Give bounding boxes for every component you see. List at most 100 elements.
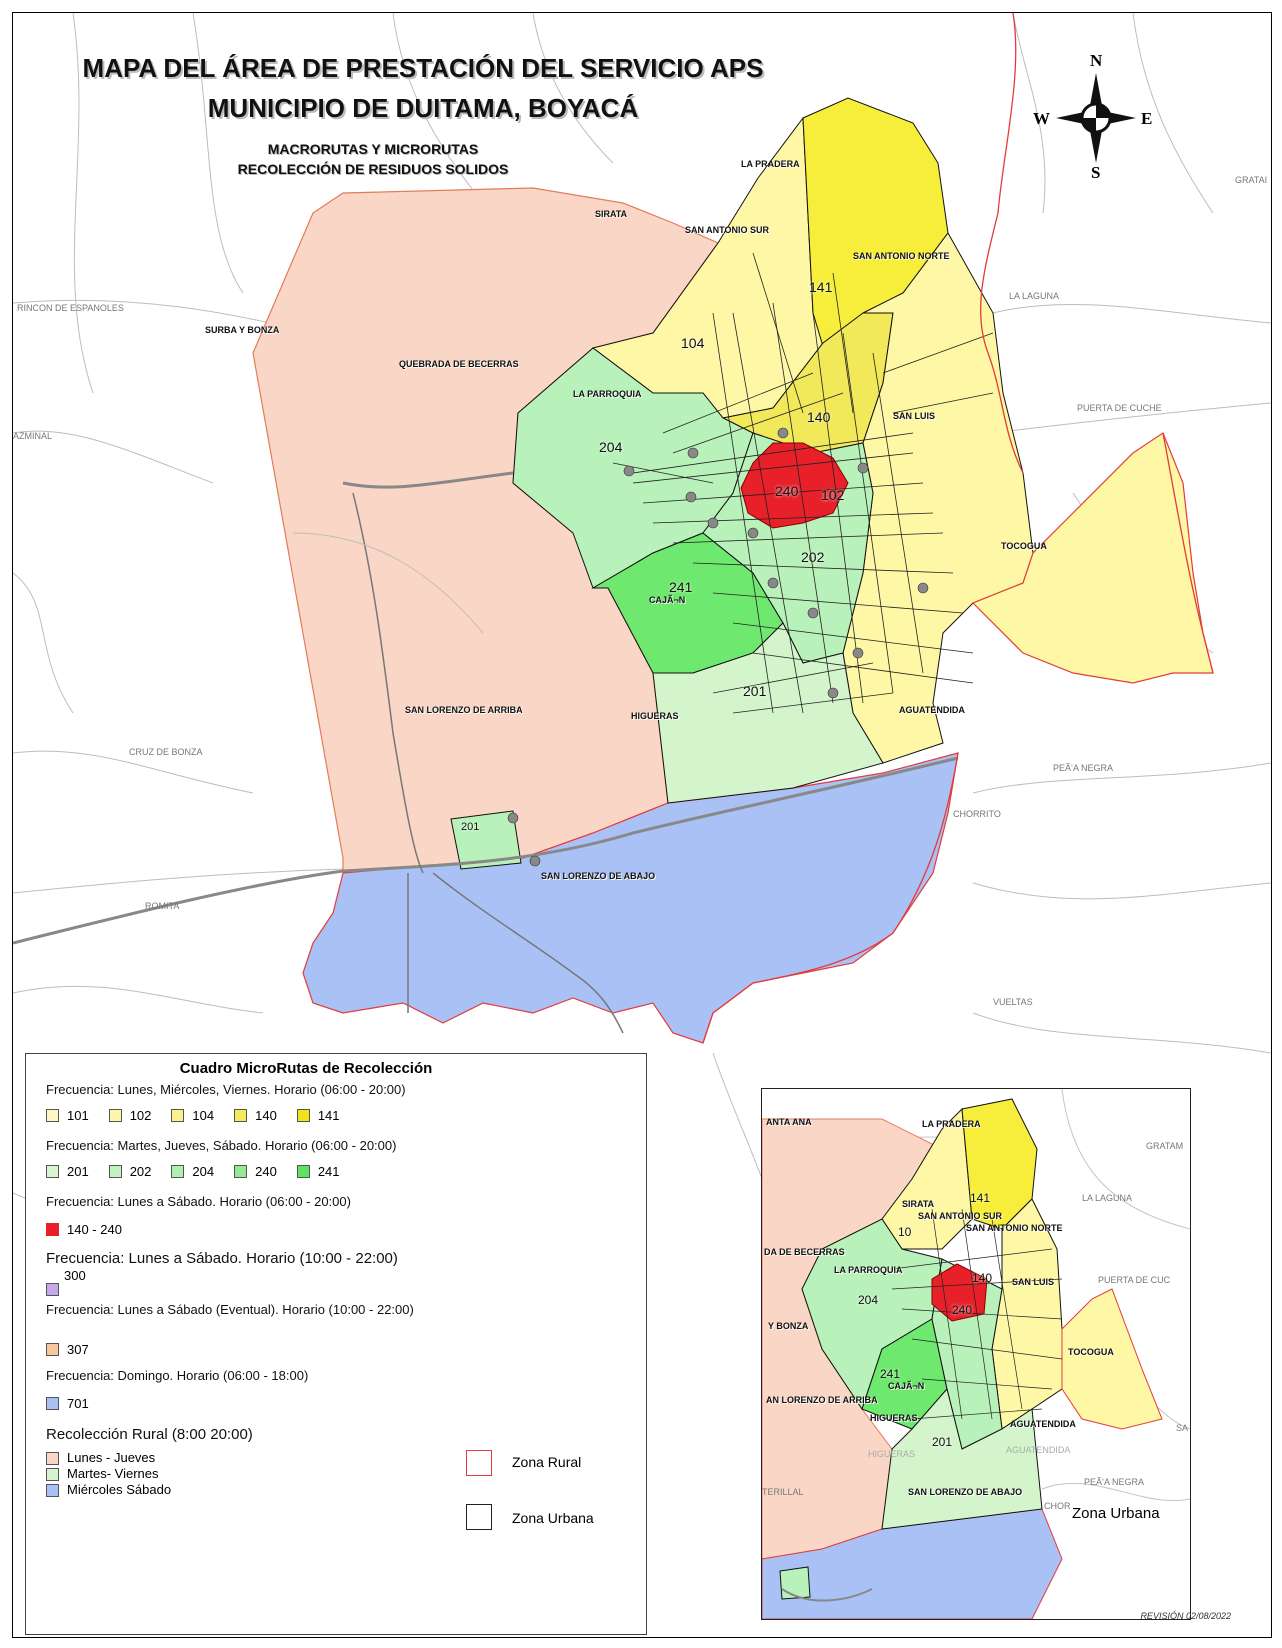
route-label-204: 204 <box>599 439 623 455</box>
label-romita: ROMITA <box>145 901 180 911</box>
legend-rural-martes-viernes: Martes- Viernes <box>46 1466 171 1482</box>
legend-item-701: 701 <box>46 1396 89 1411</box>
inset-label-sa: SA <box>1176 1423 1189 1433</box>
label-puerta-de-cuche: PUERTA DE CUCHE <box>1077 403 1162 413</box>
zona-rural-swatch <box>466 1450 492 1476</box>
inset-label-higueras: HIGUERAS <box>870 1413 918 1423</box>
legend-frequency-6: Frecuencia: Domingo. Horario (06:00 - 18… <box>46 1368 309 1383</box>
label-sirata: SIRATA <box>595 209 628 219</box>
revision-date: REVISIÓN 02/08/2022 <box>1140 1611 1231 1621</box>
legend-frequency-3: Frecuencia: Lunes a Sábado. Horario (06:… <box>46 1194 351 1209</box>
legend-item-240: 240 <box>234 1164 277 1179</box>
legend-group-5: 307 <box>46 1342 89 1357</box>
route-label-241: 241 <box>669 579 693 595</box>
route-label-102: 102 <box>821 487 845 503</box>
compass-e: E <box>1141 109 1153 128</box>
label-azminal: AZMINAL <box>13 431 53 441</box>
compass-w: W <box>1033 109 1050 128</box>
legend-item-140: 140 <box>234 1108 277 1123</box>
inset-zona-urbana-label: Zona Urbana <box>1072 1505 1160 1522</box>
inset-label-becerras: DA DE BECERRAS <box>764 1247 845 1257</box>
inset-label-la-pradera: LA PRADERA <box>922 1119 981 1129</box>
legend-rural-miercoles-sabado: Miércoles Sábado <box>46 1482 171 1498</box>
zone-140-240-core <box>740 442 849 529</box>
inset-label-san-lorenzo-de-abajo: SAN LORENZO DE ABAJO <box>908 1487 1023 1497</box>
legend-title: Cuadro MicroRutas de Recolección <box>179 1060 433 1077</box>
route-label-201: 201 <box>743 683 767 699</box>
legend-rural-lunes-jueves: Lunes - Jueves <box>46 1450 171 1466</box>
label-la-laguna: LA LAGUNA <box>1009 291 1060 301</box>
label-san-luis: SAN LUIS <box>893 411 936 421</box>
legend-item-104: 104 <box>171 1108 214 1123</box>
map-title-line-2: MUNICIPIO DE DUITAMA, BOYACÁ <box>207 93 639 123</box>
legend-item-201: 201 <box>46 1164 89 1179</box>
inset-label-san-antonio-norte: SAN ANTONIO NORTE <box>966 1223 1063 1233</box>
zona-urbana-swatch <box>466 1504 492 1530</box>
inset-label-cajon: CAJÃ¬N <box>888 1381 925 1391</box>
inset-route-201: 201 <box>932 1435 953 1449</box>
zone-201-small <box>450 810 522 870</box>
inset-label-san-luis: SAN LUIS <box>1012 1277 1055 1287</box>
map-title-line-1: MAPA DEL ÁREA DE PRESTACIÓN DEL SERVICIO… <box>82 53 764 83</box>
legend-frequency-2: Frecuencia: Martes, Jueves, Sábado. Hora… <box>46 1138 397 1153</box>
inset-route-240: 240 <box>952 1303 973 1317</box>
inset-map: ANTA ANA LA PRADERA GRATAM SIRATA SAN AN… <box>761 1088 1191 1620</box>
legend-item-300: 300 <box>46 1268 86 1296</box>
inset-label-aguatendida: AGUATENDIDA <box>1010 1419 1076 1429</box>
legend-rural-title: Recolección Rural (8:00 20:00) <box>46 1426 253 1443</box>
zona-rural-label: Zona Rural <box>512 1454 582 1470</box>
legend-item-307: 307 <box>46 1342 89 1357</box>
route-label-202: 202 <box>801 549 825 565</box>
label-tocogua: TOCOGUA <box>1001 541 1047 551</box>
route-label-201-small: 201 <box>461 821 480 833</box>
inset-label-chor: CHOR <box>1044 1501 1071 1511</box>
legend-group-3: 140 - 240 <box>46 1222 122 1237</box>
map-sheet: MAPA DEL ÁREA DE PRESTACIÓN DEL SERVICIO… <box>12 12 1272 1638</box>
label-cruz-de-bonza: CRUZ DE BONZA <box>129 747 203 757</box>
label-san-antonio-norte: SAN ANTONIO NORTE <box>853 251 950 261</box>
inset-label-higueras-2: HIGUERAS <box>868 1449 916 1459</box>
inset-route-104: 10 <box>898 1225 912 1239</box>
label-san-lorenzo-de-arriba: SAN LORENZO DE ARRIBA <box>405 705 523 715</box>
compass-rose-icon: N S W E <box>1033 51 1153 183</box>
legend-item-102: 102 <box>108 1108 151 1123</box>
inset-route-241: 241 <box>880 1367 901 1381</box>
zona-urbana-label: Zona Urbana <box>512 1510 594 1526</box>
inset-route-141: 141 <box>970 1191 991 1205</box>
inset-label-gratam: GRATAM <box>1146 1141 1184 1151</box>
inset-label-santa-ana: ANTA ANA <box>766 1117 812 1127</box>
inset-label-san-lorenzo-de-arriba: AN LORENZO DE ARRIBA <box>766 1395 878 1405</box>
legend-frequency-1: Frecuencia: Lunes, Miércoles, Viernes. H… <box>46 1082 406 1097</box>
label-surba-y-bonza: SURBA Y BONZA <box>205 325 280 335</box>
inset-label-sirata: SIRATA <box>902 1199 935 1209</box>
inset-label-sterillal: STERILLAL <box>762 1487 804 1497</box>
label-la-pradera: LA PRADERA <box>741 159 800 169</box>
label-cajon: CAJÃ¬N <box>649 595 686 605</box>
legend-group-4: 300 <box>46 1268 86 1296</box>
legend-item-101: 101 <box>46 1108 89 1123</box>
label-san-lorenzo-de-abajo: SAN LORENZO DE ABAJO <box>541 871 656 881</box>
compass-n: N <box>1090 51 1103 70</box>
legend-panel: Cuadro MicroRutas de Recolección Frecuen… <box>25 1053 647 1635</box>
inset-label-tocogua: TOCOGUA <box>1068 1347 1114 1357</box>
legend-group-1: 101 102 104 140 141 <box>46 1108 340 1123</box>
route-nodes <box>507 427 929 867</box>
route-label-240: 240 <box>775 483 799 499</box>
rural-boundary <box>702 13 1214 1044</box>
map-subtitle-2: RECOLECCIÓN DE RESIDUOS SOLIDOS <box>237 161 509 177</box>
legend-item-140-240: 140 - 240 <box>46 1222 122 1237</box>
route-label-140: 140 <box>807 409 831 425</box>
legend-rural-list: Lunes - Jueves Martes- Viernes Miércoles… <box>46 1450 171 1498</box>
inset-label-aguatendida-2: AGUATENDIDA <box>1006 1445 1071 1455</box>
label-chorrito: CHORRITO <box>953 809 1001 819</box>
legend-frequency-4: Frecuencia: Lunes a Sábado. Horario (10:… <box>46 1250 398 1267</box>
map-subtitle-1: MACRORUTAS Y MICRORUTAS <box>267 141 479 157</box>
legend-group-6: 701 <box>46 1396 89 1411</box>
route-label-141: 141 <box>809 279 833 295</box>
label-rincon-de-espanoles: RINCON DE ESPANOLES <box>17 303 124 313</box>
label-la-parroquia: LA PARROQUIA <box>573 389 642 399</box>
inset-label-la-parroquia: LA PARROQUIA <box>834 1265 903 1275</box>
legend-item-141: 141 <box>296 1108 340 1123</box>
legend-frequency-5: Frecuencia: Lunes a Sábado (Eventual). H… <box>46 1302 414 1317</box>
inset-label-pena-negra: PEÃ‘A NEGRA <box>1084 1477 1145 1487</box>
